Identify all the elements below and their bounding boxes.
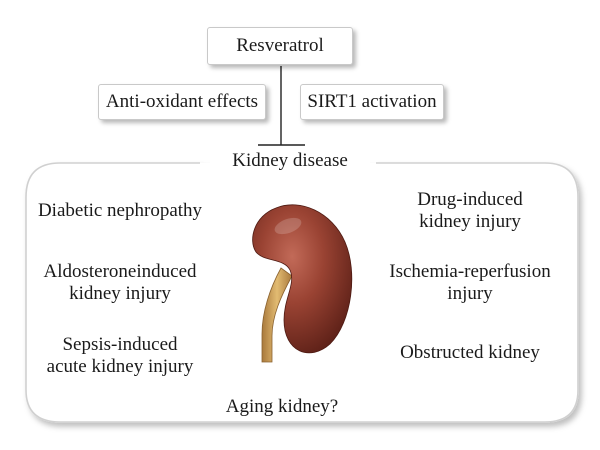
antioxidant-effects-label: Anti-oxidant effects [105, 91, 259, 112]
ureter-icon [261, 267, 293, 363]
sirt1-activation-box: SIRT1 activation [300, 84, 444, 120]
disease-item-obstructed-kidney: Obstructed kidney [360, 342, 580, 364]
disease-item-line: Aldosteroneinduced [43, 261, 197, 282]
disease-item-line: kidney injury [69, 283, 171, 304]
disease-item-drug-induced-injury: Drug-induced kidney injury [370, 189, 570, 233]
disease-item-diabetic-nephropathy: Diabetic nephropathy [20, 200, 220, 222]
disease-item-aging-kidney: Aging kidney? [225, 396, 339, 417]
disease-item-line: Drug-induced [417, 189, 523, 210]
disease-item-ischemia-reperfusion: Ischemia-reperfusion injury [360, 261, 580, 305]
antioxidant-effects-box: Anti-oxidant effects [98, 84, 266, 120]
kidney-icon [252, 204, 353, 363]
resveratrol-box: Resveratrol [207, 27, 353, 65]
disease-item-line: Obstructed kidney [400, 342, 540, 363]
disease-item-sepsis-aki: Sepsis-induced acute kidney injury [20, 334, 220, 378]
disease-item-aldosterone-injury: Aldosteroneinduced kidney injury [20, 261, 220, 305]
kidney-highlight [274, 217, 302, 235]
kidney-shape [252, 204, 353, 354]
disease-item-line: Diabetic nephropathy [37, 200, 203, 221]
sirt1-activation-label: SIRT1 activation [307, 91, 437, 112]
resveratrol-label: Resveratrol [236, 35, 324, 56]
disease-item-line: injury [447, 283, 493, 304]
disease-item-line: Sepsis-induced [62, 334, 178, 355]
kidney-disease-title: Kidney disease [210, 150, 370, 172]
disease-item-line: Ischemia-reperfusion [389, 261, 551, 282]
disease-item-line: acute kidney injury [46, 356, 194, 377]
disease-item-line: kidney injury [419, 211, 521, 232]
